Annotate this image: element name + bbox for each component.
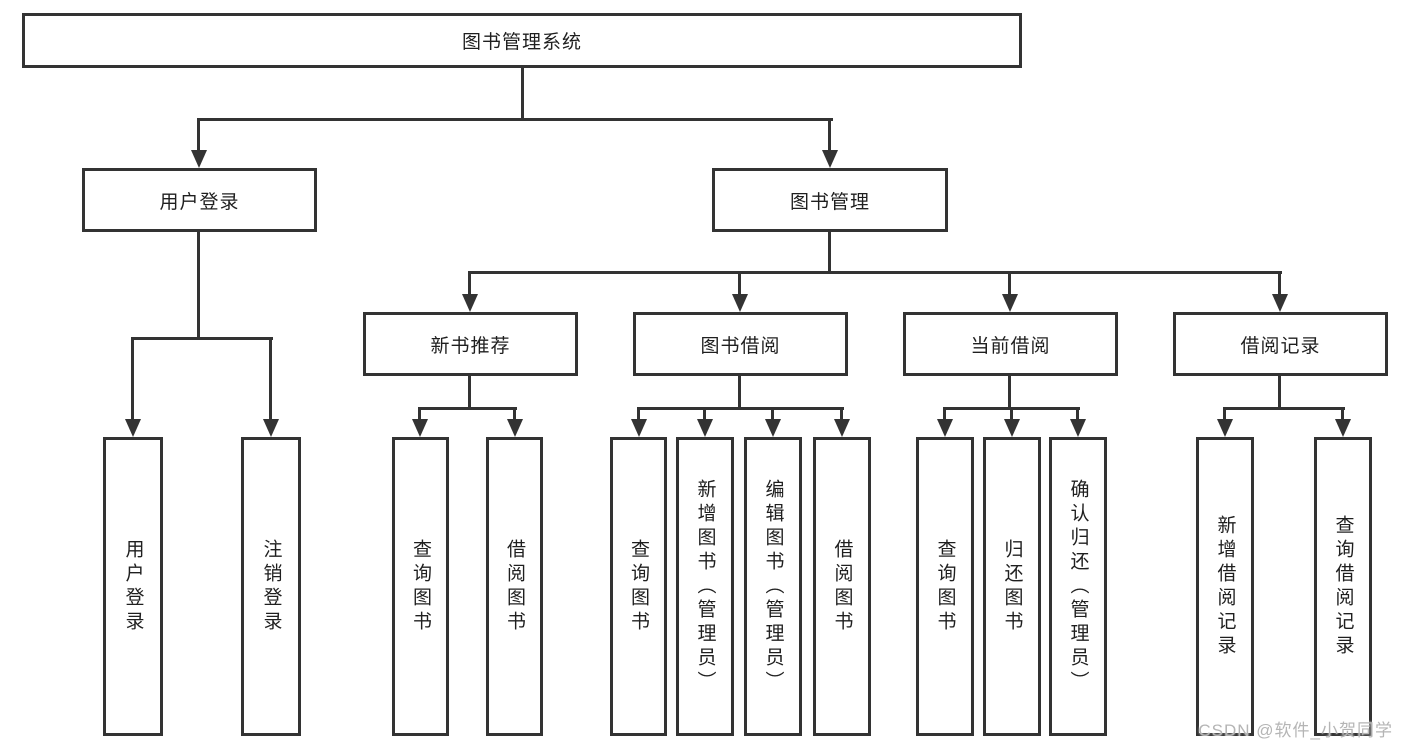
node-logout: 注销登录 [241,437,301,736]
arrowhead-down-icon [765,419,781,437]
connector-line [1008,271,1011,296]
connector-line [828,118,831,152]
connector-line [637,407,640,421]
node-borrow-record-label: 借阅记录 [1240,335,1321,357]
connector-line [703,407,706,421]
connector-line [1223,407,1345,410]
node-query-book-3: 查询图书 [916,437,974,736]
node-add-book-admin-label: 新增图书（管理员） [694,478,716,695]
arrowhead-down-icon [412,419,428,437]
node-query-book-1: 查询图书 [392,437,449,736]
connector-line [197,232,200,340]
arrowhead-down-icon [125,419,141,437]
connector-line [197,118,833,121]
node-user-login-leaf: 用户登录 [103,437,163,736]
arrowhead-down-icon [507,419,523,437]
arrowhead-down-icon [1002,294,1018,312]
arrowhead-down-icon [732,294,748,312]
connector-line [771,407,774,421]
connector-line [1008,375,1011,410]
node-query-borrow-record-label: 查询借阅记录 [1332,514,1354,659]
connector-line [197,118,200,152]
node-add-book-admin: 新增图书（管理员） [676,437,734,736]
connector-line [738,375,741,410]
connector-line [1223,407,1226,421]
connector-line [840,407,843,421]
node-borrow-record: 借阅记录 [1173,312,1388,376]
node-borrow-book-2-label: 借阅图书 [831,538,853,635]
node-borrow-book-1: 借阅图书 [486,437,543,736]
node-user-login: 用户登录 [82,168,317,232]
watermark: CSDN @软件_小贺同学 [1198,721,1393,740]
node-new-book-recommend-label: 新书推荐 [430,335,511,357]
connector-line [131,337,273,340]
arrowhead-down-icon [937,419,953,437]
node-return-book: 归还图书 [983,437,1041,736]
arrowhead-down-icon [834,419,850,437]
connector-line [1341,407,1344,421]
arrowhead-down-icon [697,419,713,437]
arrowhead-down-icon [462,294,478,312]
connector-line [468,375,471,410]
node-book-borrow-label: 图书借阅 [700,335,781,357]
node-return-book-label: 归还图书 [1001,538,1023,635]
arrowhead-down-icon [263,419,279,437]
node-edit-book-admin: 编辑图书（管理员） [744,437,802,736]
node-user-login-label: 用户登录 [159,191,240,213]
connector-line [943,407,946,421]
node-book-borrow: 图书借阅 [633,312,848,376]
node-query-book-1-label: 查询图书 [410,538,431,635]
connector-line [1278,375,1281,410]
node-borrow-book-1-label: 借阅图书 [504,538,525,635]
connector-line [637,407,844,410]
connector-line [513,407,516,421]
arrowhead-down-icon [1217,419,1233,437]
connector-line [828,231,831,274]
node-confirm-return-admin: 确认归还（管理员） [1049,437,1107,736]
node-confirm-return-admin-label: 确认归还（管理员） [1067,478,1089,695]
arrowhead-down-icon [1070,419,1086,437]
connector-line [1076,407,1079,421]
node-add-borrow-record-label: 新增借阅记录 [1214,514,1236,659]
connector-line [418,407,517,410]
connector-line [1278,271,1281,296]
arrowhead-down-icon [1272,294,1288,312]
node-query-book-3-label: 查询图书 [934,538,956,635]
node-root-label: 图书管理系统 [461,32,582,53]
node-book-management-label: 图书管理 [789,191,870,213]
node-current-borrow: 当前借阅 [903,312,1118,376]
connector-line [1010,407,1013,421]
node-book-management: 图书管理 [712,168,948,232]
connector-line [131,337,134,421]
connector-line [738,271,741,296]
node-add-borrow-record: 新增借阅记录 [1196,437,1254,736]
node-root: 图书管理系统 [22,13,1022,68]
node-query-borrow-record: 查询借阅记录 [1314,437,1372,736]
connector-line [269,337,272,421]
connector-line [418,407,421,421]
arrowhead-down-icon [1004,419,1020,437]
node-borrow-book-2: 借阅图书 [813,437,871,736]
arrowhead-down-icon [822,150,838,168]
node-logout-label: 注销登录 [260,538,282,635]
node-current-borrow-label: 当前借阅 [970,335,1051,357]
node-user-login-leaf-label: 用户登录 [122,538,144,635]
node-edit-book-admin-label: 编辑图书（管理员） [762,478,784,695]
connector-line [521,68,524,121]
arrowhead-down-icon [1335,419,1351,437]
node-query-book-2: 查询图书 [610,437,667,736]
node-query-book-2-label: 查询图书 [628,538,649,635]
arrowhead-down-icon [191,150,207,168]
connector-line [468,271,471,296]
arrowhead-down-icon [631,419,647,437]
node-new-book-recommend: 新书推荐 [363,312,578,376]
connector-line [468,271,1282,274]
